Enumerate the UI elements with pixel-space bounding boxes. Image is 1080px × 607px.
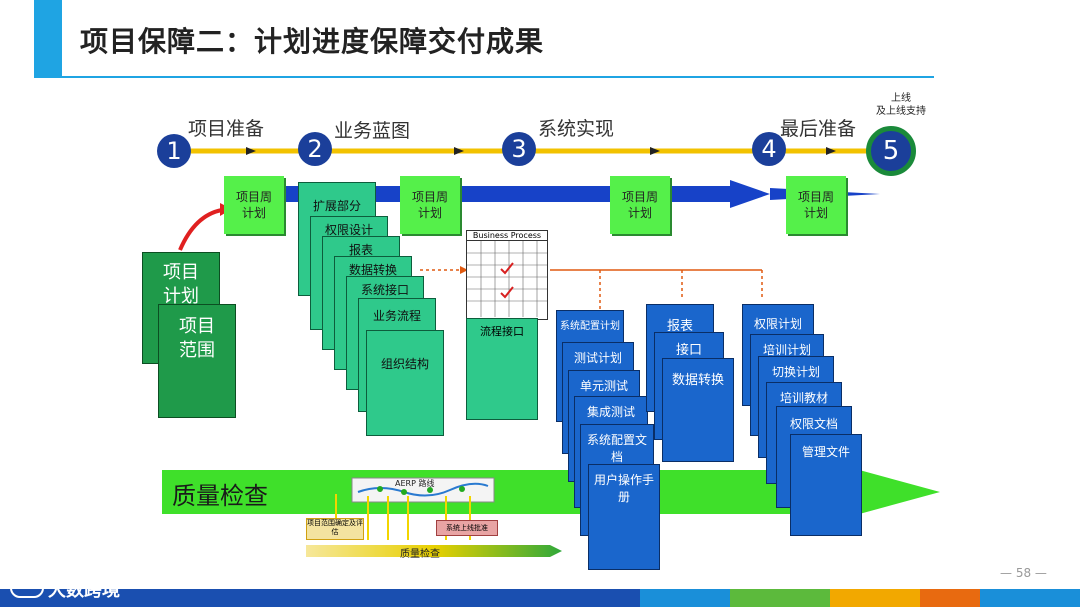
page-number-value: 58 [1015, 566, 1032, 580]
weekly-plan-line2: 计划 [417, 206, 442, 220]
timeline-arrow [454, 147, 464, 155]
stack-a-label: 系统配置计划 [560, 321, 620, 332]
timeline-arrow [826, 147, 836, 155]
stage-5-badge: 5 [866, 126, 916, 176]
phase-5-label-line1: 上线 [891, 93, 911, 104]
business-process-header: Business Process [467, 231, 547, 241]
blueprint-card-label: 业务流程 [372, 309, 421, 323]
stack-a-label: 系统配置文档 [586, 433, 647, 464]
quality-bar-label: 质量检查 [400, 549, 440, 560]
dashed-arrow-head [460, 266, 468, 274]
phase-2-label: 业务蓝图 [334, 120, 411, 142]
weekly-plan-line2: 计划 [627, 206, 652, 220]
route-node [401, 489, 407, 495]
footer-strip [980, 589, 1080, 607]
header-divider [62, 76, 934, 78]
stack-c-label: 培训计划 [762, 343, 811, 357]
weekly-plan-line1: 项目周 [235, 190, 272, 204]
stack-c-label: 培训教材 [779, 391, 828, 405]
weekly-plan-line2: 计划 [803, 206, 828, 220]
stack-c-card: 管理文件 [790, 434, 862, 536]
page-number: — 58 — [1000, 566, 1047, 580]
stack-c-label: 权限计划 [753, 317, 802, 331]
scope-evaluation-tag: 项目范围确定及评估 [306, 518, 364, 540]
footer-strip [830, 589, 920, 607]
phase-3-label: 系统实现 [538, 118, 615, 140]
timeline-arrow [650, 147, 660, 155]
blueprint-card: 组织结构 [366, 330, 444, 436]
quality-gradient-bar [306, 545, 562, 557]
project-scope-label: 项目范围 [179, 316, 215, 361]
phase-1-label: 项目准备 [188, 118, 265, 140]
blueprint-card-label: 系统接口 [360, 283, 409, 297]
weekly-plan-box: 项目周计划 [224, 176, 284, 234]
stage-3-badge: 3 [502, 132, 536, 166]
weekly-plan-line1: 项目周 [411, 190, 448, 204]
footer-strip [0, 589, 640, 607]
stack-a-label: 用户操作手册 [593, 473, 654, 504]
stack-b-card: 数据转换 [662, 358, 734, 462]
project-scope-doc: 项目范围 [158, 304, 236, 418]
stack-a-card: 用户操作手册 [588, 464, 660, 570]
project-plan-label: 项目计划 [163, 262, 199, 307]
blueprint-card-label: 数据转换 [348, 263, 397, 277]
weekly-plan-box: 项目周计划 [786, 176, 846, 234]
red-curved-arrow [178, 208, 223, 251]
stack-b-label: 数据转换 [671, 373, 724, 388]
weekly-plan-line1: 项目周 [797, 190, 834, 204]
stack-a-label: 单元测试 [579, 379, 628, 393]
route-node [377, 486, 383, 492]
footer-strip [730, 589, 830, 607]
route-node [459, 486, 465, 492]
stage-4-badge: 4 [752, 132, 786, 166]
footer-strip [640, 589, 730, 607]
footer-strip [920, 589, 980, 607]
blueprint-card-label: 报表 [348, 243, 373, 257]
business-process-chart: Business Process [466, 230, 548, 320]
stack-c-label: 切换计划 [771, 365, 820, 379]
weekly-plan-box: 项目周计划 [610, 176, 670, 234]
blueprint-card-label: 权限设计 [324, 223, 373, 237]
stack-c-label: 管理文件 [801, 445, 850, 459]
stage-1-badge: 1 [157, 134, 191, 168]
stack-a-label: 集成测试 [586, 405, 635, 419]
watermark-text: 大数跨境 [48, 580, 120, 601]
process-interface-label: 流程接口 [480, 325, 524, 338]
business-process-grid [467, 241, 547, 317]
route-node [427, 487, 433, 493]
stage-2-badge: 2 [298, 132, 332, 166]
phase-5-label-line2: 及上线支持 [876, 106, 926, 117]
quality-check-label: 质量检查 [172, 482, 268, 510]
aerp-route-label: AERP 路线 [395, 479, 435, 488]
weekly-plan-line1: 项目周 [621, 190, 658, 204]
stack-b-label: 接口 [675, 343, 702, 358]
blueprint-card-label: 组织结构 [380, 357, 429, 371]
weekly-plan-line2: 计划 [241, 206, 266, 220]
process-interface-card: 流程接口 [466, 318, 538, 420]
quality-arrow [162, 462, 940, 522]
stack-c-label: 权限文档 [789, 417, 838, 431]
phase-4-label: 最后准备 [780, 118, 857, 140]
weekly-plan-box: 项目周计划 [400, 176, 460, 234]
watermark-logo-icon [10, 574, 44, 598]
stack-a-label: 测试计划 [573, 351, 622, 365]
blueprint-card-label: 扩展部分 [312, 199, 361, 213]
stack-b-label: 报表 [666, 319, 693, 334]
timeline-arrow [246, 147, 256, 155]
header-accent-bar [34, 0, 62, 78]
go-live-approval-tag: 系统上线批准 [436, 520, 498, 536]
phase-5-label: 上线 及上线支持 [868, 92, 934, 118]
page-title: 项目保障二：计划进度保障交付成果 [80, 25, 545, 58]
